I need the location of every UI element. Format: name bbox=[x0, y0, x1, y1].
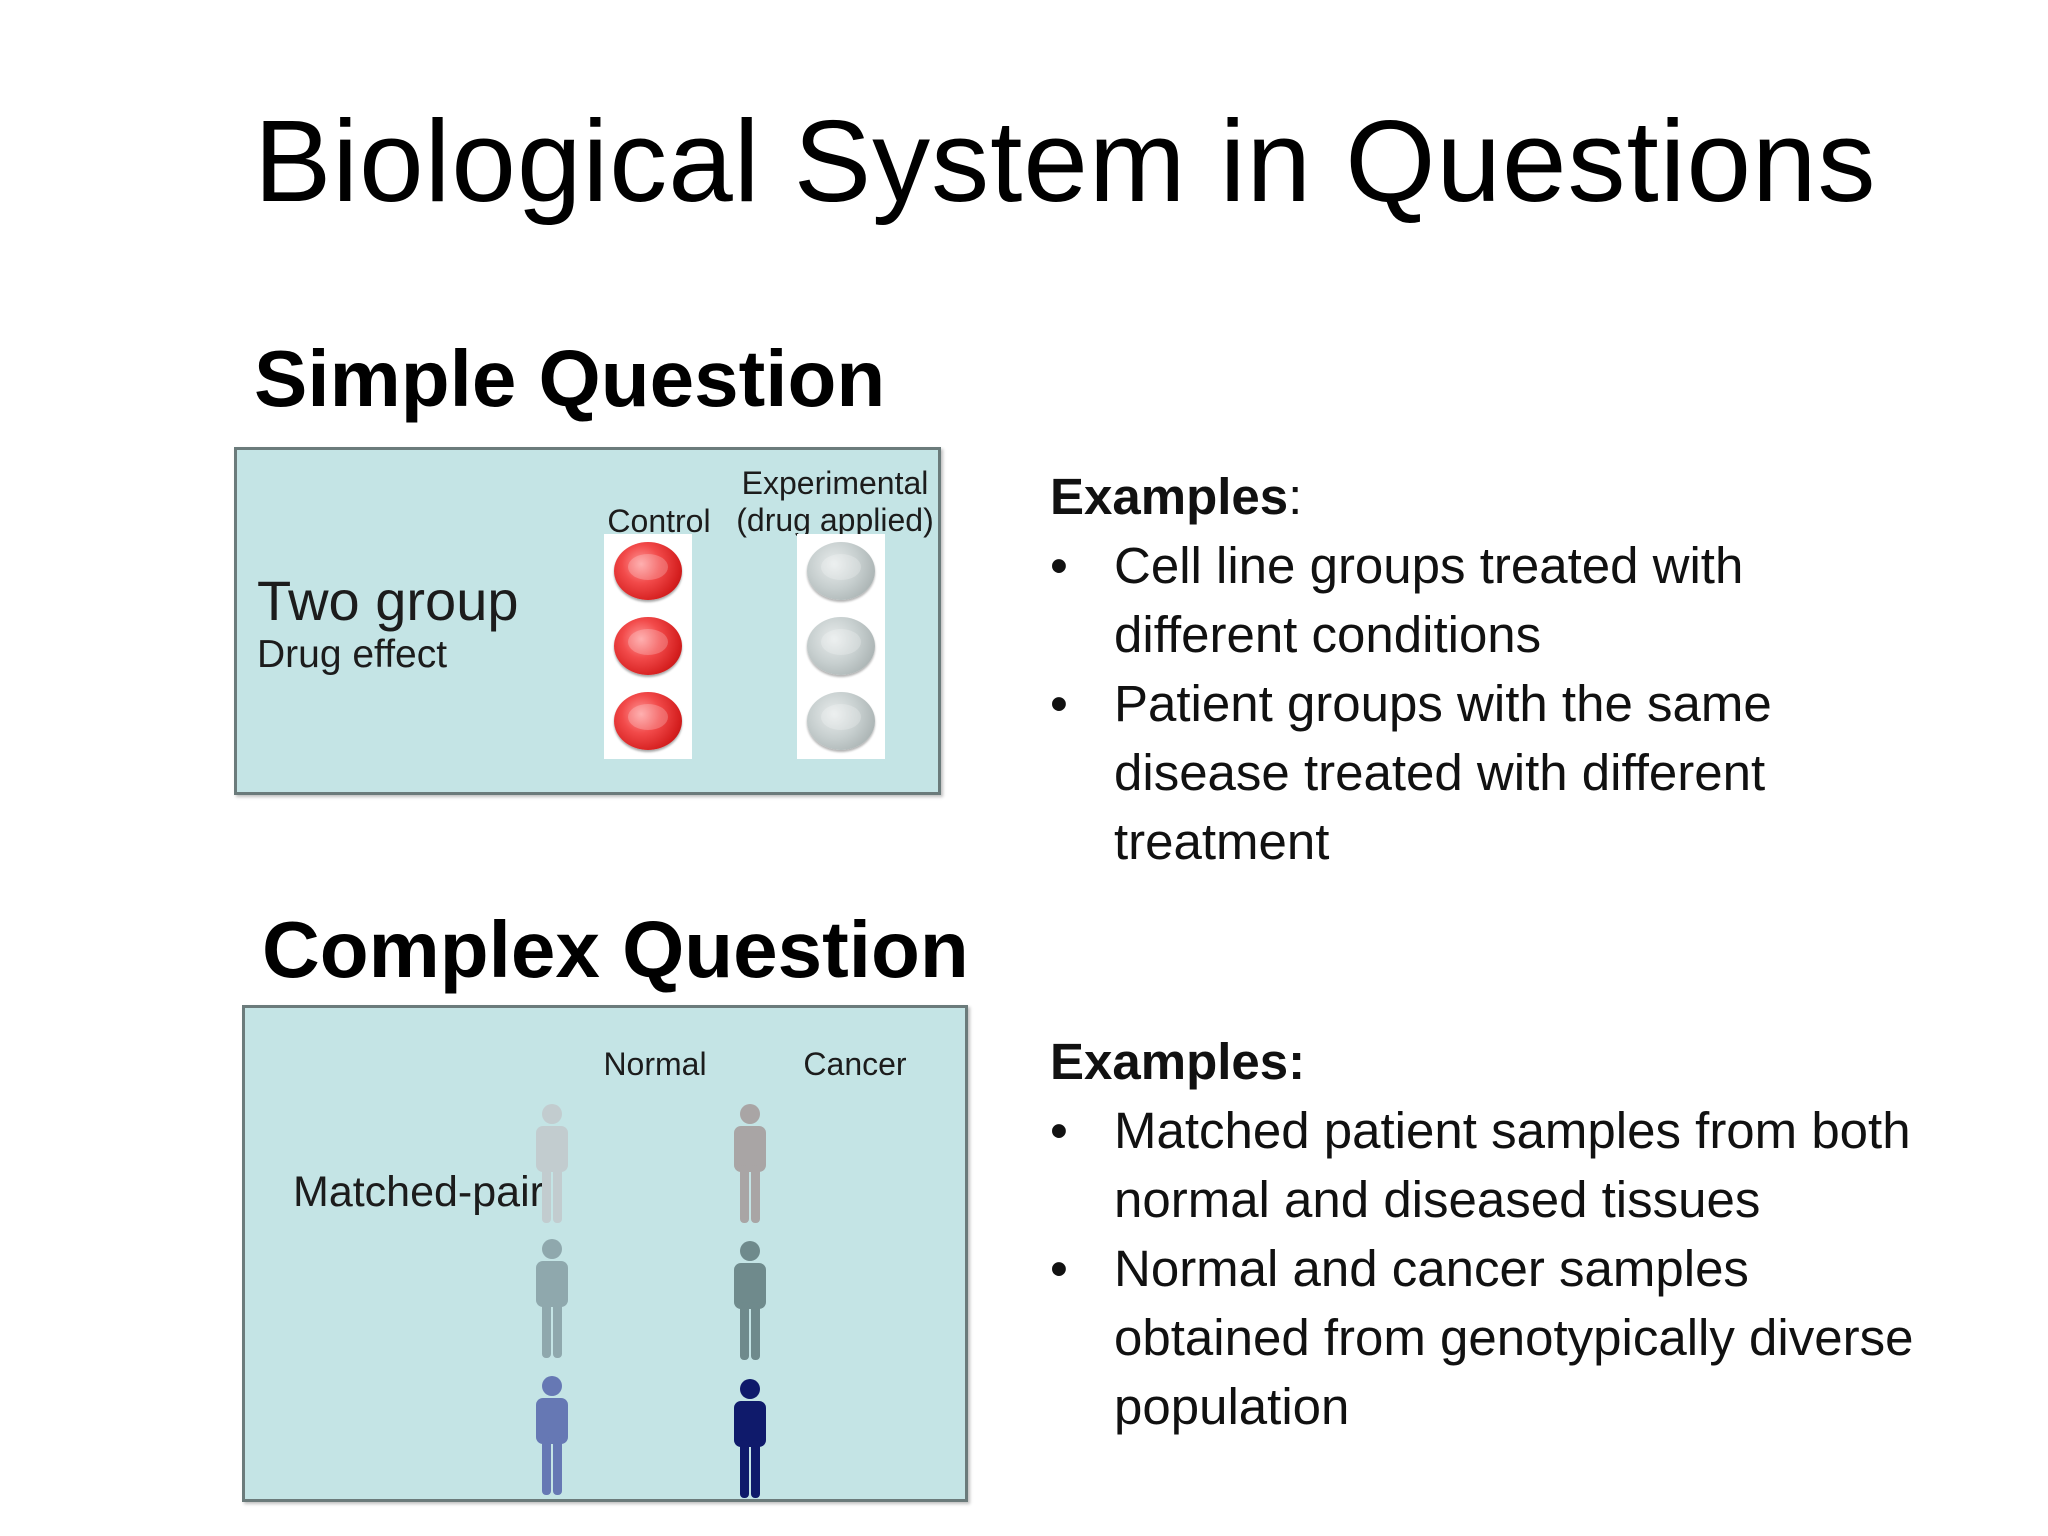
two-group-label: Two group bbox=[257, 569, 519, 632]
complex-question-heading: Complex Question bbox=[262, 905, 969, 994]
control-plate bbox=[614, 617, 682, 675]
control-plate bbox=[614, 692, 682, 750]
control-column-label: Control bbox=[607, 503, 711, 539]
matched-pair-figure: Matched-pair Normal Cancer bbox=[242, 1005, 968, 1502]
person-icon bbox=[734, 1104, 766, 1223]
list-item: • Cell line groups treated with differen… bbox=[1050, 531, 1772, 669]
simple-examples-list: • Cell line groups treated with differen… bbox=[1050, 531, 1772, 876]
list-item: • Matched patient samples from both norm… bbox=[1050, 1096, 1913, 1234]
drug-effect-label: Drug effect bbox=[257, 633, 448, 676]
experimental-plate bbox=[807, 542, 875, 600]
person-icon bbox=[734, 1379, 766, 1498]
control-plate bbox=[614, 542, 682, 600]
cancer-column-label: Cancer bbox=[803, 1046, 907, 1082]
experimental-label-line2: (drug applied) bbox=[736, 502, 934, 538]
list-item: • Normal and cancer samples obtained fro… bbox=[1050, 1234, 1913, 1441]
experimental-column-label: Experimental (drug applied) bbox=[730, 465, 940, 539]
simple-examples: Examples: • Cell line groups treated wit… bbox=[1050, 462, 1772, 876]
list-item: • Patient groups with the same disease t… bbox=[1050, 669, 1772, 876]
bullet: • bbox=[1050, 1102, 1068, 1159]
two-group-figure: Two group Drug effect Control Experiment… bbox=[234, 447, 941, 795]
simple-question-heading: Simple Question bbox=[254, 334, 886, 423]
matched-pair-label: Matched-pair bbox=[293, 1168, 544, 1216]
complex-examples-heading: Examples: bbox=[1050, 1033, 1306, 1090]
bullet: • bbox=[1050, 675, 1068, 732]
person-icon bbox=[536, 1376, 568, 1495]
experimental-plate bbox=[807, 692, 875, 750]
experimental-label-line1: Experimental bbox=[741, 465, 929, 501]
experimental-plate bbox=[807, 617, 875, 675]
experimental-plate-strip bbox=[797, 534, 885, 759]
complex-examples: Examples: • Matched patient samples from… bbox=[1050, 1027, 1913, 1441]
slide-title: Biological System in Questions bbox=[254, 96, 1877, 226]
person-icon bbox=[536, 1104, 568, 1223]
control-plate-strip bbox=[604, 534, 692, 759]
normal-column-label: Normal bbox=[603, 1046, 707, 1082]
person-icon bbox=[536, 1239, 568, 1358]
person-icon bbox=[734, 1241, 766, 1360]
bullet: • bbox=[1050, 1240, 1068, 1297]
complex-examples-list: • Matched patient samples from both norm… bbox=[1050, 1096, 1913, 1441]
bullet: • bbox=[1050, 537, 1068, 594]
simple-examples-heading: Examples: bbox=[1050, 468, 1303, 525]
